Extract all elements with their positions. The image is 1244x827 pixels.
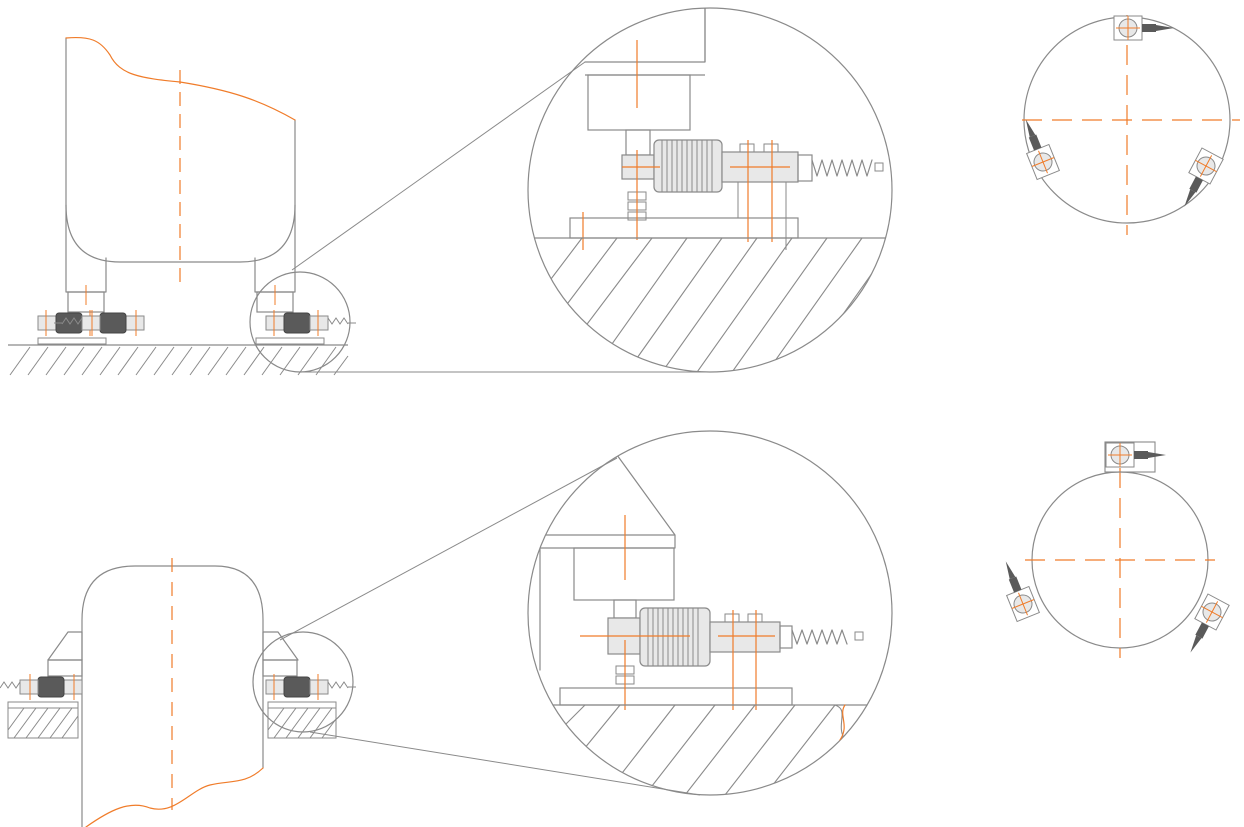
- vessel-side-view: [8, 36, 710, 376]
- hopper-detail-magnified: [527, 430, 893, 796]
- vessel-detail-magnified: [527, 7, 893, 373]
- hopper-side-view: [0, 457, 701, 827]
- hopper-plan-view: [994, 441, 1230, 659]
- vessel-plan-view: [1014, 15, 1240, 235]
